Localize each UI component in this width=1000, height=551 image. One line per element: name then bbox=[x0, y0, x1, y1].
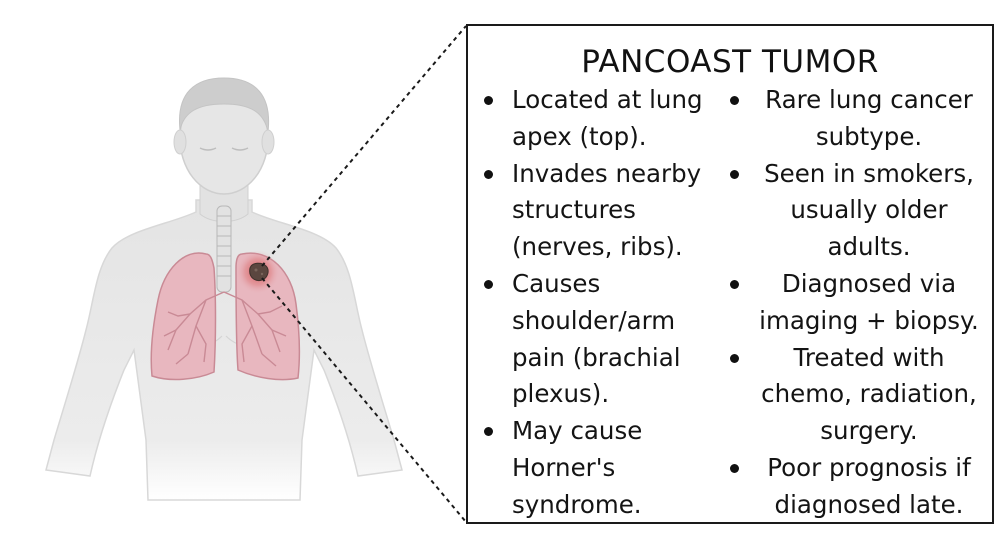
list-item: Located at lung apex (top). bbox=[484, 82, 722, 156]
list-item: Invades nearby structures (nerves, ribs)… bbox=[484, 156, 722, 266]
list-item: May cause Horner's syndrome. bbox=[484, 413, 722, 523]
box-title: PANCOAST TUMOR bbox=[581, 44, 879, 80]
list-item: Poor prognosis if diagnosed late. bbox=[730, 450, 984, 524]
list-item: Rare lung cancer subtype. bbox=[730, 82, 984, 156]
info-box: PANCOAST TUMOR Located at lung apex (top… bbox=[466, 24, 994, 524]
list-item: Seen in smokers, usually older adults. bbox=[730, 156, 984, 266]
trachea-illustration bbox=[216, 205, 232, 293]
right-point-list: Rare lung cancer subtype. Seen in smoker… bbox=[730, 82, 984, 524]
left-point-list: Located at lung apex (top). Invades near… bbox=[484, 82, 722, 524]
anatomy-illustration bbox=[45, 77, 403, 501]
list-item: Causes shoulder/arm pain (brachial plexu… bbox=[484, 266, 722, 413]
tumor-marker bbox=[236, 250, 280, 294]
list-item: Treated with chemo, radiation, surgery. bbox=[730, 340, 984, 450]
list-item: Diagnosed via imaging + biopsy. bbox=[730, 266, 984, 340]
